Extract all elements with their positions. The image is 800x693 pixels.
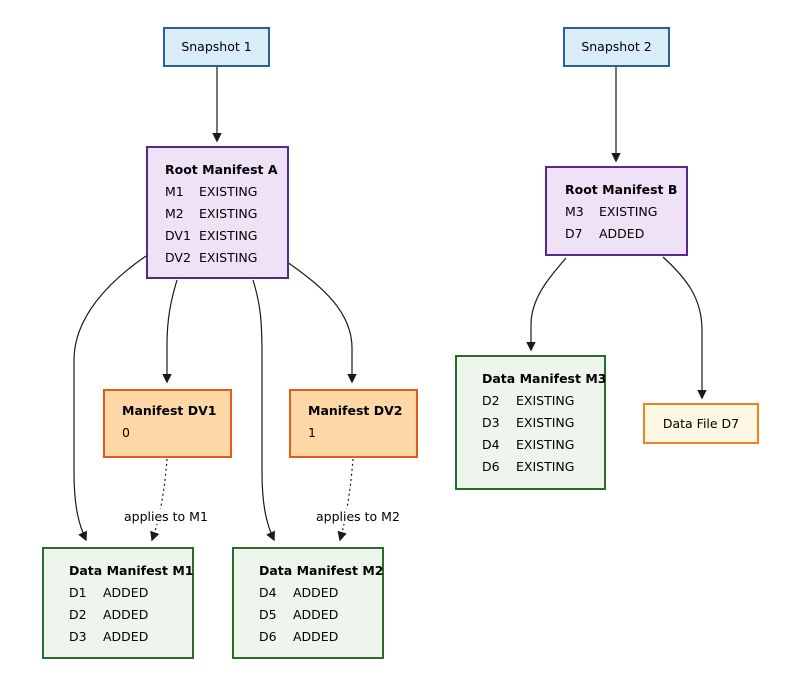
node-manifest-dv1: Manifest DV1 0 <box>103 389 232 458</box>
node-title: Data File D7 <box>662 415 740 431</box>
row-key: M1 <box>165 184 184 199</box>
row-key: D2 <box>69 607 87 622</box>
manifest-row: M3 EXISTING <box>565 201 686 223</box>
row-status: EXISTING <box>516 393 575 408</box>
node-title: Snapshot 2 <box>581 39 652 54</box>
manifest-row: D7 ADDED <box>565 223 686 245</box>
dv-value: 0 <box>122 425 130 440</box>
row-key: D2 <box>482 393 500 408</box>
manifest-row: D3 ADDED <box>69 626 192 648</box>
row-key: DV1 <box>165 228 191 243</box>
node-snapshot-1: Snapshot 1 <box>163 27 270 67</box>
manifest-row: D1 ADDED <box>69 582 192 604</box>
manifest-row: M1 EXISTING <box>165 181 287 203</box>
edge-label-applies-to-m2: applies to M2 <box>314 509 402 524</box>
row-status: EXISTING <box>199 206 258 221</box>
node-title: Root Manifest A <box>165 162 278 177</box>
edge-root-a-to-dv2 <box>286 261 357 384</box>
node-snapshot-2: Snapshot 2 <box>563 27 670 67</box>
node-manifest-dv2: Manifest DV2 1 <box>289 389 418 458</box>
manifest-row: DV2 EXISTING <box>165 247 287 269</box>
row-status: ADDED <box>293 607 339 622</box>
row-key: D6 <box>482 459 500 474</box>
row-key: D6 <box>259 629 277 644</box>
node-title: Data Manifest M2 <box>259 563 384 578</box>
row-status: ADDED <box>293 585 339 600</box>
row-key: D7 <box>565 226 583 241</box>
row-status: EXISTING <box>516 459 575 474</box>
row-key: M2 <box>165 206 184 221</box>
manifest-row: D2 ADDED <box>69 604 192 626</box>
manifest-row: D2 EXISTING <box>482 390 604 412</box>
row-key: DV2 <box>165 250 191 265</box>
node-title: Root Manifest B <box>565 182 678 197</box>
row-status: ADDED <box>103 629 149 644</box>
row-status: ADDED <box>293 629 339 644</box>
row-key: D5 <box>259 607 277 622</box>
edge-root-b-to-m3 <box>526 257 567 352</box>
manifest-row: DV1 EXISTING <box>165 225 287 247</box>
row-key: D4 <box>482 437 500 452</box>
node-title: Snapshot 1 <box>181 39 252 54</box>
row-status: ADDED <box>103 607 149 622</box>
row-status: EXISTING <box>516 437 575 452</box>
row-key: D1 <box>69 585 87 600</box>
manifest-row: D6 ADDED <box>259 626 382 648</box>
row-status: EXISTING <box>199 250 258 265</box>
row-status: EXISTING <box>199 184 258 199</box>
row-status: EXISTING <box>199 228 258 243</box>
node-title: Data Manifest M3 <box>482 371 607 386</box>
node-data-file-d7: Data File D7 <box>643 403 759 444</box>
row-key: D3 <box>69 629 87 644</box>
manifest-row: D3 EXISTING <box>482 412 604 434</box>
node-root-manifest-b: Root Manifest B M3 EXISTING D7 ADDED <box>545 166 688 256</box>
edge-dv1-to-m1-dotted <box>150 458 168 542</box>
node-title: Manifest DV1 <box>122 403 217 418</box>
row-status: ADDED <box>599 226 645 241</box>
row-key: M3 <box>565 204 584 219</box>
row-key: D4 <box>259 585 277 600</box>
edge-label-applies-to-m1: applies to M1 <box>122 509 210 524</box>
edge-root-a-to-m2 <box>252 279 275 542</box>
row-status: EXISTING <box>516 415 575 430</box>
manifest-row: D4 ADDED <box>259 582 382 604</box>
edge-dv2-to-m2-dotted <box>337 458 354 542</box>
row-status: EXISTING <box>599 204 658 219</box>
manifest-row: D5 ADDED <box>259 604 382 626</box>
edge-root-b-to-d7 <box>662 256 707 400</box>
row-key: D3 <box>482 415 500 430</box>
manifest-row: D4 EXISTING <box>482 434 604 456</box>
manifest-row: D6 EXISTING <box>482 456 604 478</box>
row-status: ADDED <box>103 585 149 600</box>
node-title: Data Manifest M1 <box>69 563 194 578</box>
manifest-row: M2 EXISTING <box>165 203 287 225</box>
node-title: Manifest DV2 <box>308 403 403 418</box>
edge-root-a-to-dv1 <box>162 279 178 384</box>
dv-value: 1 <box>308 425 316 440</box>
